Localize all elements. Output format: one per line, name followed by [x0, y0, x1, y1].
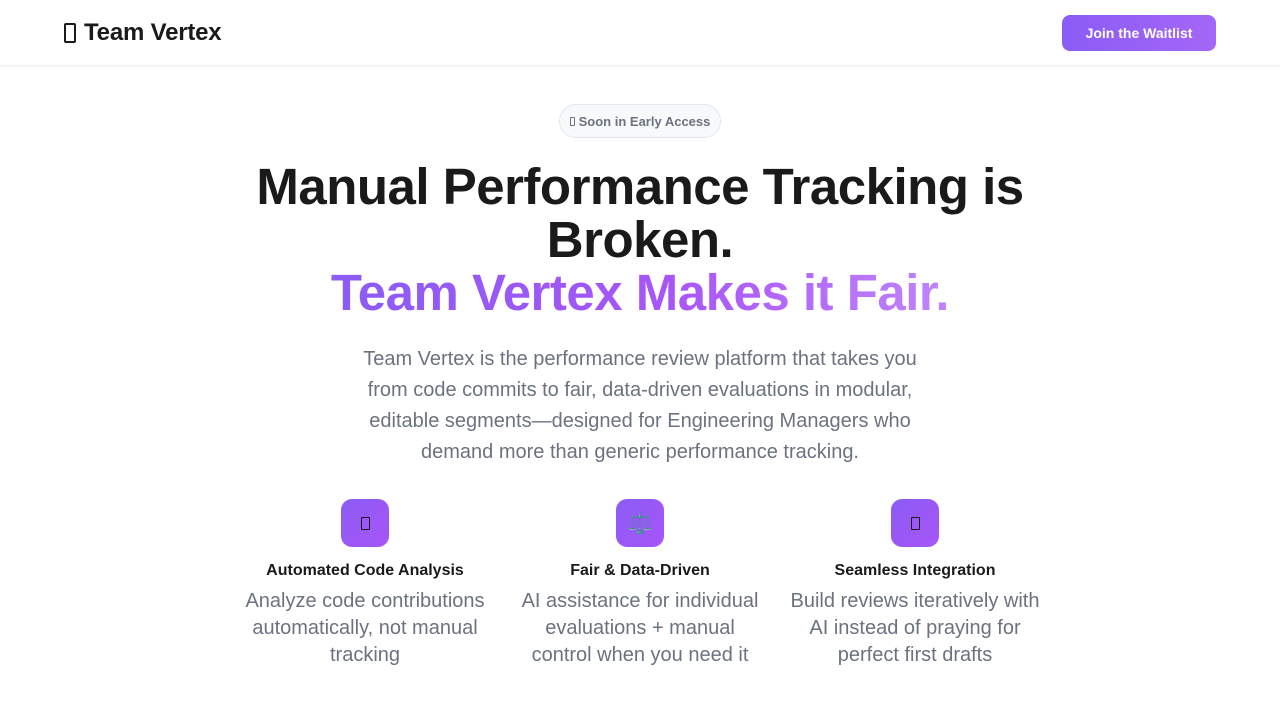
hero-subtitle: Team Vertex is the performance review pl…: [363, 348, 917, 463]
integration-icon: [891, 499, 939, 547]
hero-headline: Manual Performance Tracking is Broken. T…: [0, 160, 1280, 319]
headline-line-2: Broken.: [546, 211, 734, 268]
device-icon: [569, 116, 575, 126]
feature-description: AI assistance for individual evaluations…: [521, 590, 759, 666]
feature-title: Seamless Integration: [834, 562, 996, 579]
features-section: Automated Code Analysis Analyze code con…: [0, 499, 1280, 679]
feature-fair-data-driven: ⚖️ Fair & Data-Driven AI assistance for …: [515, 499, 765, 669]
balance-scale-icon: ⚖️: [616, 499, 664, 547]
feature-description: Build reviews iteratively with AI instea…: [790, 590, 1040, 666]
feature-seamless-integration: Seamless Integration Build reviews itera…: [790, 499, 1040, 669]
feature-title: Automated Code Analysis: [266, 562, 464, 579]
device-icon: [64, 23, 76, 43]
code-analysis-icon: [341, 499, 389, 547]
headline-accent: Team Vertex Makes it Fair.: [330, 264, 950, 321]
balance-scale-glyph: ⚖️: [627, 512, 653, 535]
feature-code-analysis: Automated Code Analysis Analyze code con…: [240, 499, 490, 669]
brand-logo[interactable]: Team Vertex: [64, 18, 222, 48]
navbar: Team Vertex Join the Waitlist: [0, 0, 1280, 66]
badge-label: Soon in Early Access: [578, 113, 711, 129]
headline-line-1: Manual Performance Tracking is: [256, 158, 1024, 215]
feature-description: Analyze code contributions automatically…: [245, 590, 485, 666]
brand-name: Team Vertex: [84, 19, 222, 46]
early-access-badge: Soon in Early Access: [559, 104, 721, 138]
join-waitlist-button[interactable]: Join the Waitlist: [1062, 15, 1216, 51]
feature-title: Fair & Data-Driven: [570, 562, 710, 579]
